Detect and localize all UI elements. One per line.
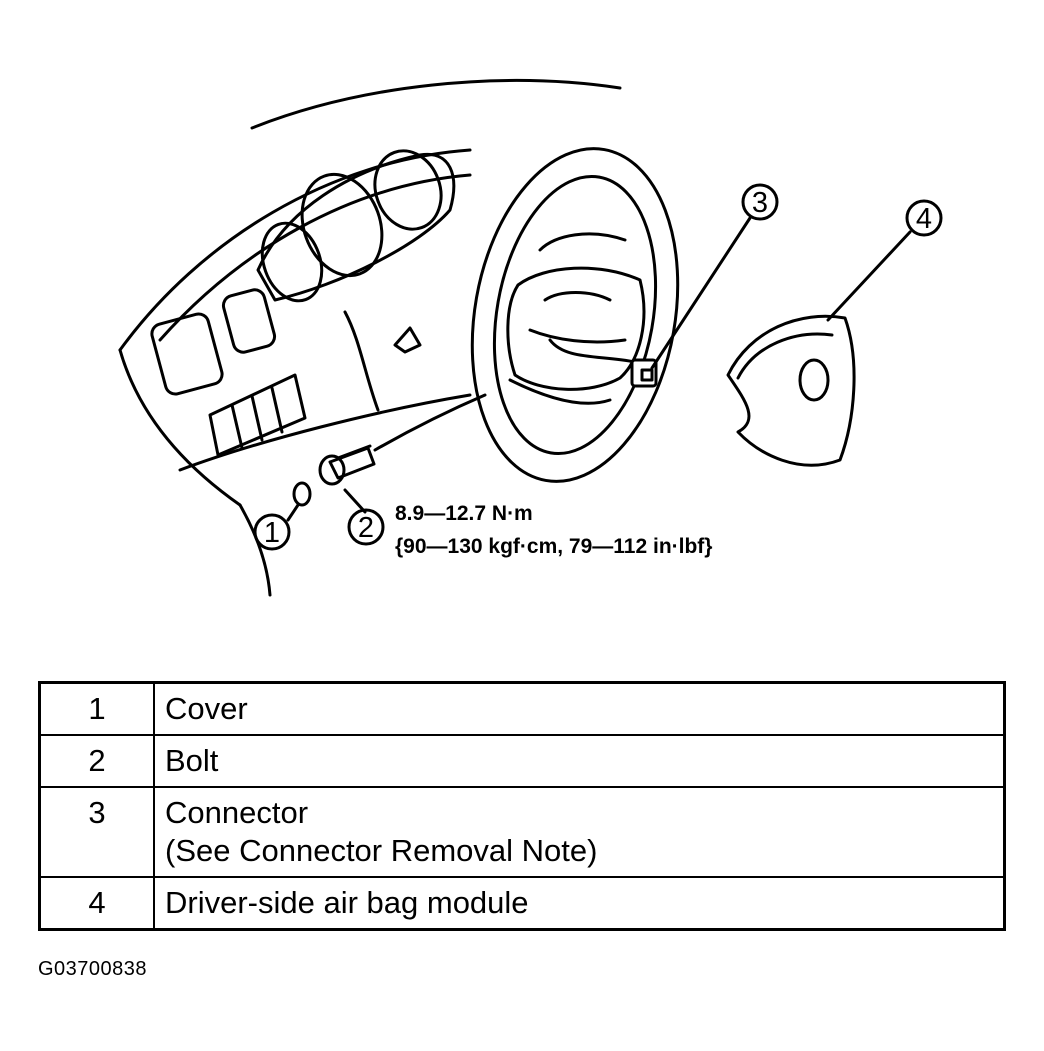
leader-line-4 bbox=[826, 230, 912, 322]
table-row: 3 Connector (See Connector Removal Note) bbox=[38, 786, 1006, 878]
leader-line-1 bbox=[286, 503, 300, 522]
table-row: 1 Cover bbox=[38, 681, 1006, 736]
callout-label-4: 4 bbox=[916, 203, 932, 235]
callout-circle-2 bbox=[347, 508, 385, 546]
part-description: Cover bbox=[153, 681, 1006, 736]
part-description-line: Cover bbox=[165, 691, 248, 726]
figure-id: G03700838 bbox=[38, 958, 148, 980]
column-line bbox=[373, 393, 487, 452]
part-description-line: Connector bbox=[165, 795, 309, 830]
airbag-module-icon bbox=[726, 314, 856, 467]
torque-spec-metric: 8.9—12.7 N·m bbox=[395, 502, 533, 525]
diagram-svg: 1 2 3 4 8.9—12.7 N·m {90—130 kgf·cm, 79—… bbox=[118, 79, 943, 597]
part-description: Connector (See Connector Removal Note) bbox=[153, 786, 1006, 878]
table-row: 2 Bolt bbox=[38, 734, 1006, 788]
dash-lower-curve bbox=[238, 503, 272, 597]
part-description-note: (See Connector Removal Note) bbox=[165, 833, 598, 868]
dash-panel-line bbox=[343, 310, 380, 412]
dash-left-edge bbox=[118, 348, 242, 507]
airbag-removal-diagram: 1 2 3 4 8.9—12.7 N·m {90—130 kgf·cm, 79—… bbox=[118, 79, 943, 597]
leader-line-2 bbox=[343, 488, 367, 514]
parts-legend-table: 1 Cover 2 Bolt 3 Connector (See Connecto… bbox=[38, 681, 1006, 931]
gauge-left-icon bbox=[260, 221, 324, 303]
part-description-line: Bolt bbox=[165, 743, 219, 778]
table-row: 4 Driver-side air bag module bbox=[38, 876, 1006, 931]
dash-bottom-line bbox=[178, 393, 472, 472]
torque-spec-imperial: {90—130 kgf·cm, 79—112 in·lbf} bbox=[395, 535, 712, 558]
dash-slot-icon bbox=[393, 326, 422, 354]
part-description: Driver-side air bag module bbox=[153, 876, 1006, 931]
part-description-line: Driver-side air bag module bbox=[165, 885, 529, 920]
bolt-icon bbox=[318, 444, 376, 486]
part-number: 3 bbox=[38, 786, 155, 878]
cover-icon bbox=[292, 481, 312, 507]
instrument-cluster bbox=[256, 149, 456, 303]
callout-label-3: 3 bbox=[752, 187, 768, 219]
leader-line-3 bbox=[650, 216, 752, 370]
callout-circle-4 bbox=[905, 199, 943, 237]
callout-label-1: 1 bbox=[264, 517, 280, 549]
connector-icon bbox=[548, 338, 658, 388]
part-description: Bolt bbox=[153, 734, 1006, 788]
gauge-center-icon bbox=[300, 172, 384, 278]
part-number: 1 bbox=[38, 681, 155, 736]
callout-circle-3 bbox=[741, 183, 779, 221]
windshield-line bbox=[250, 79, 622, 130]
callout-circle-1 bbox=[253, 513, 291, 551]
left-vents bbox=[150, 288, 307, 457]
part-number: 2 bbox=[38, 734, 155, 788]
steering-wheel-icon bbox=[470, 147, 680, 483]
gauge-right-icon bbox=[373, 149, 443, 231]
callout-label-2: 2 bbox=[358, 512, 374, 544]
part-number: 4 bbox=[38, 876, 155, 931]
